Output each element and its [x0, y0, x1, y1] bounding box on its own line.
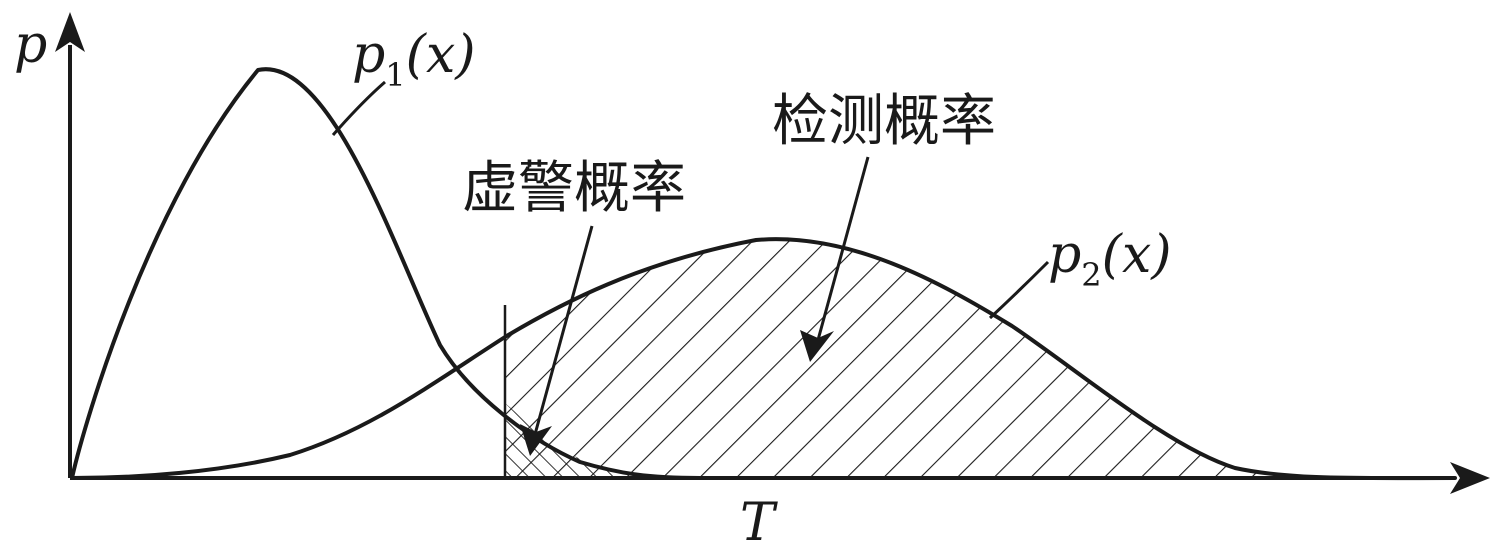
y-axis-label: p [14, 15, 47, 75]
detection-label: 检测概率 [772, 89, 996, 154]
p2-curve [70, 237, 1457, 481]
p1-label: p1(x) [352, 25, 476, 94]
p1-curve [70, 67, 702, 480]
detection-region-hatch [505, 239, 1320, 478]
p1-label-leader [331, 80, 386, 136]
detection-arrowhead [800, 330, 834, 362]
false-alarm-region-hatch [505, 403, 640, 478]
x-axis-label: T [740, 493, 778, 552]
x-axis-arrowhead [1450, 462, 1490, 494]
y-axis-arrowhead [55, 12, 85, 52]
false-alarm-label: 虚警概率 [462, 156, 686, 221]
detection-arrow-shaft [816, 156, 870, 341]
false-alarm-arrow-shaft [532, 225, 594, 439]
p2-label-leader [988, 260, 1050, 320]
p2-label: p2(x) [1048, 225, 1172, 294]
false-alarm-arrowhead [520, 424, 552, 456]
